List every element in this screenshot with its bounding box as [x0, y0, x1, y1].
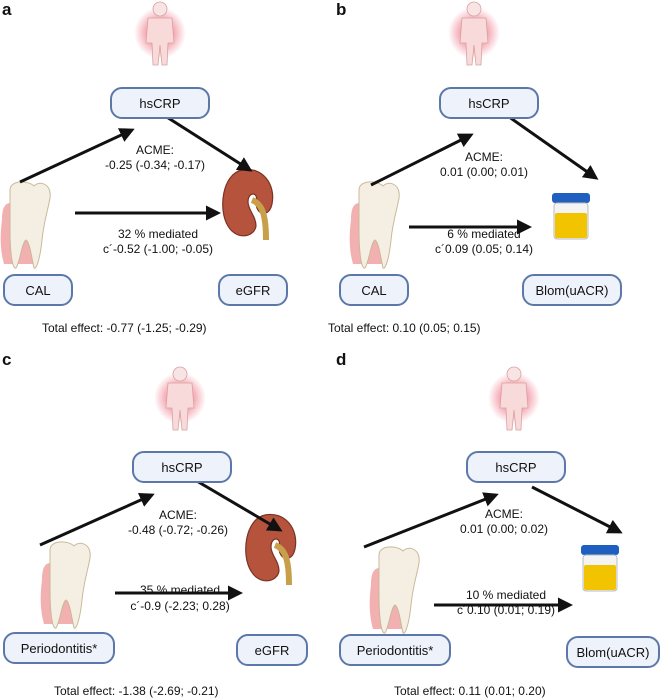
total-effect: Total effect: -0.77 (-1.25; -0.29): [42, 321, 207, 335]
tooth-gum-icon: [0, 181, 51, 269]
exposure-to-mediator-arrow: [370, 133, 474, 187]
human-body-icon: [488, 366, 540, 431]
panel-letter: b: [336, 0, 347, 19]
diagram-graphics: [363, 366, 623, 634]
mediator-to-outcome-arrow: [161, 112, 253, 172]
kidney-icon: [222, 168, 274, 241]
panel-b: b hsCRP ACME: 0.01 (0.00; 0.01) 6 % medi…: [328, 0, 667, 350]
exposure-node: CAL: [3, 274, 73, 306]
panel-c: c hsCRP ACME: -0.48 (-0.72; -0.26) 35 % …: [0, 350, 333, 700]
mediated-percent: 35 % mediated: [139, 583, 221, 597]
acme-title: ACME:: [158, 508, 197, 522]
mediated-percent: 10 % mediated: [465, 588, 547, 602]
mediator-node: hsCRP: [132, 451, 232, 483]
direct-effect: c´0.09 (0.05; 0.14): [434, 242, 534, 256]
urine-cup-icon: [552, 193, 590, 240]
mediated-percent: 6 % mediated: [447, 227, 521, 241]
mediated-percent: 32 % mediated: [117, 227, 199, 241]
direct-effect: c´-0.9 (-2.23; 0.28): [130, 599, 230, 613]
panel-letter: d: [336, 350, 347, 369]
diagram-graphics: [0, 1, 274, 269]
urine-cup-icon: [581, 545, 619, 592]
direct-effect: c´-0.52 (-1.00; -0.05): [102, 242, 214, 256]
panel-letter: a: [2, 0, 12, 19]
mediator-to-outcome-arrow: [531, 485, 623, 534]
outcome-node: Blom(uACR): [522, 274, 622, 306]
human-body-icon: [134, 1, 186, 66]
outcome-node: Blom(uACR): [566, 636, 660, 668]
acme-value: -0.48 (-0.72; -0.26): [127, 523, 229, 537]
diagram-graphics: [39, 366, 297, 629]
exposure-to-mediator-arrow: [19, 128, 135, 184]
mediator-to-outcome-arrow: [189, 475, 283, 532]
human-body-icon: [448, 1, 500, 66]
acme-value: 0.01 (0.00; 0.01): [439, 165, 529, 179]
tooth-gum-icon: [40, 541, 91, 629]
total-effect: Total effect: 0.11 (0.01; 0.20): [394, 684, 546, 698]
panel-a: a hsCRP ACME: -0.25 (-0.34; -0.17) 32 % …: [0, 0, 333, 350]
direct-effect: c´0.10 (0.01; 0.19): [456, 603, 556, 617]
panel-d: d hsCRP ACME: 0.01 (0.00; 0.02) 10 % med…: [334, 350, 667, 700]
panel-letter: c: [2, 350, 12, 369]
exposure-node: Periodontitis*: [3, 632, 115, 664]
human-body-icon: [154, 366, 206, 431]
outcome-node: eGFR: [218, 274, 288, 306]
kidney-icon: [245, 513, 297, 586]
exposure-to-mediator-arrow: [363, 492, 499, 549]
mediator-node: hsCRP: [439, 87, 539, 119]
diagram-graphics: [349, 1, 599, 269]
total-effect: Total effect: -1.38 (-2.69; -0.21): [54, 684, 219, 698]
mediator-node: hsCRP: [110, 87, 210, 119]
outcome-node: eGFR: [236, 634, 308, 666]
mediator-node: hsCRP: [466, 451, 566, 483]
acme-title: ACME:: [464, 150, 503, 164]
acme-title: ACME:: [135, 143, 174, 157]
tooth-gum-icon: [369, 546, 420, 634]
exposure-to-mediator-arrow: [39, 493, 155, 547]
tooth-gum-icon: [349, 181, 400, 269]
acme-title: ACME:: [484, 507, 523, 521]
exposure-node: Periodontitis*: [339, 634, 451, 666]
acme-value: -0.25 (-0.34; -0.17): [104, 158, 206, 172]
total-effect: Total effect: 0.10 (0.05; 0.15): [328, 321, 481, 335]
exposure-node: CAL: [339, 274, 409, 306]
mediator-to-outcome-arrow: [501, 110, 599, 180]
acme-value: 0.01 (0.00; 0.02): [459, 522, 549, 536]
